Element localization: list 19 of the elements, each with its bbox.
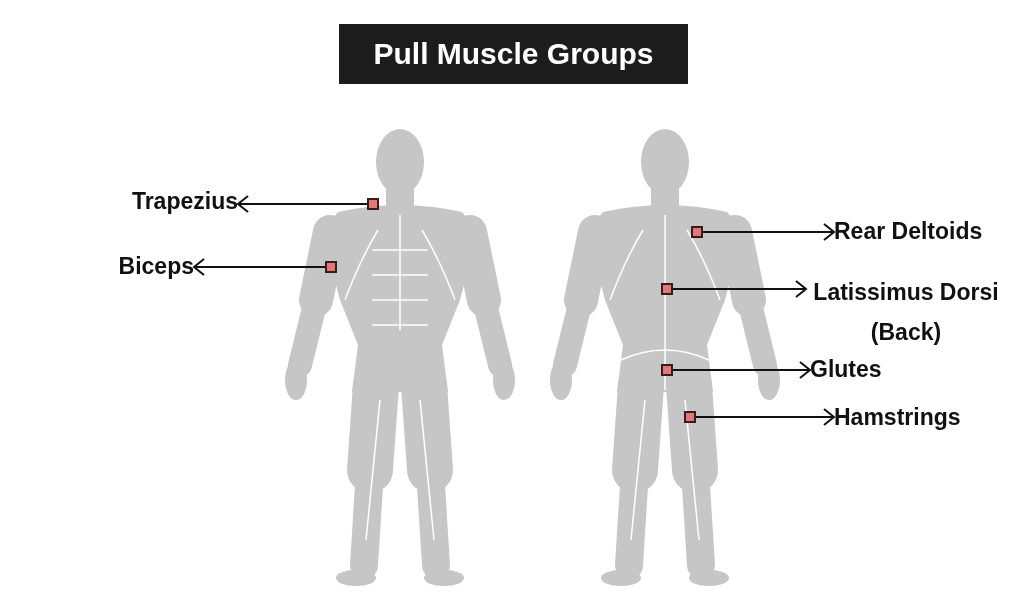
leader-arrow [672, 280, 807, 298]
marker-square [691, 226, 703, 238]
leader-arrow [702, 223, 835, 241]
leader-arrow [193, 258, 326, 276]
marker-square [367, 198, 379, 210]
muscle-label: Glutes [810, 352, 900, 386]
leader-arrow [237, 195, 368, 213]
title-banner: Pull Muscle Groups [339, 24, 688, 84]
muscle-label: Trapezius [110, 184, 238, 218]
marker-square [325, 261, 337, 273]
marker-square [661, 283, 673, 295]
marker-square [661, 364, 673, 376]
muscle-label: Latissimus Dorsi (Back) [806, 272, 1006, 352]
marker-square [684, 411, 696, 423]
muscle-label: Biceps [100, 249, 194, 283]
muscle-label: Rear Deltoids [834, 214, 1014, 248]
leader-arrow [672, 361, 811, 379]
leader-arrow [695, 408, 835, 426]
muscle-label: Hamstrings [834, 400, 984, 434]
